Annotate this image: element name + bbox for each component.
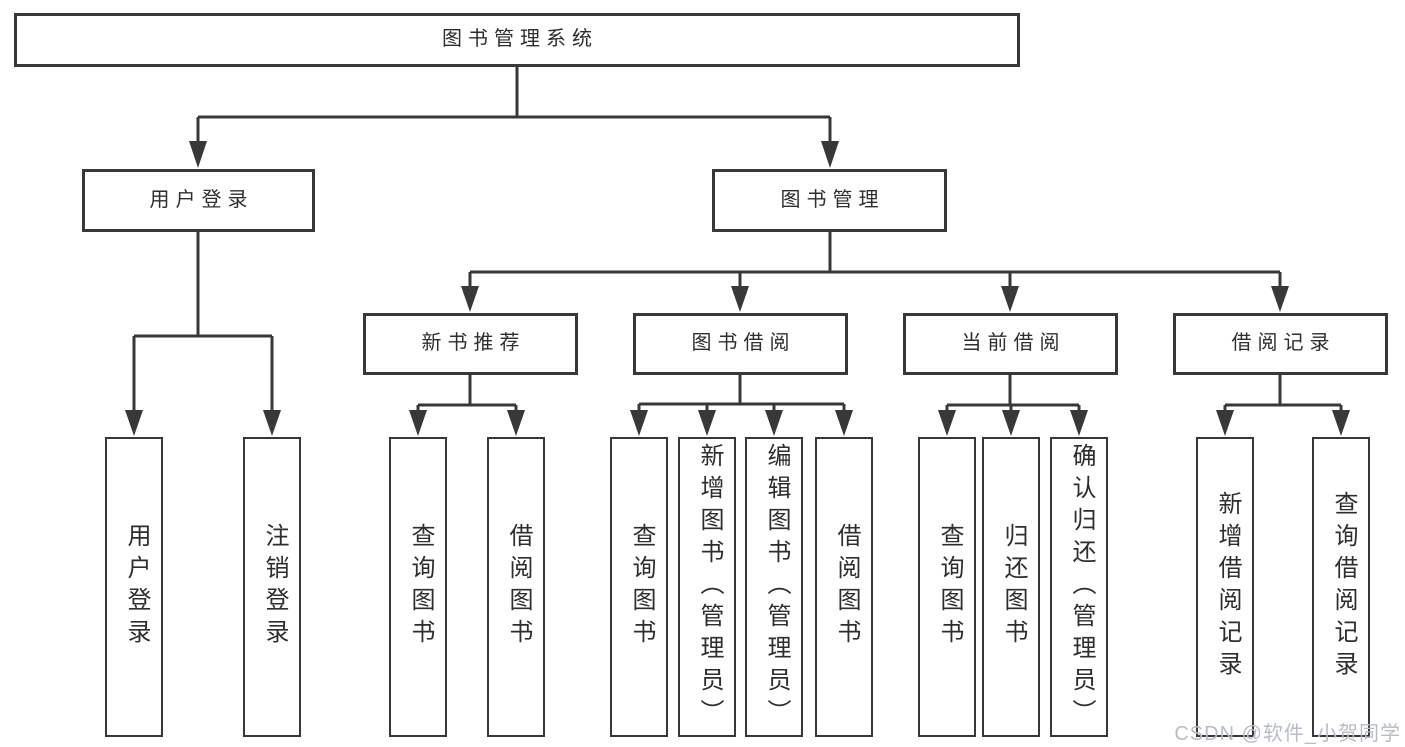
- leaf-confirm-return-admin: 确认归还（管理员）: [1050, 437, 1108, 737]
- connector-paths: [132, 67, 1343, 415]
- node-book-borrow: 图书借阅: [633, 313, 848, 375]
- arrowheads: [125, 141, 1350, 436]
- leaf-query-borrow-record: 查询借阅记录: [1312, 437, 1370, 737]
- leaf-user-login: 用户登录: [105, 437, 163, 737]
- leaf-return-book: 归还图书: [982, 437, 1040, 737]
- node-new-book-recommend: 新书推荐: [363, 313, 578, 375]
- leaf-add-borrow-record: 新增借阅记录: [1196, 437, 1254, 737]
- node-borrow-records: 借阅记录: [1173, 313, 1388, 375]
- leaf-borrow-books: 借阅图书: [815, 437, 873, 737]
- leaf-edit-book-admin: 编辑图书（管理员）: [745, 437, 803, 737]
- leaf-borrow-books-recommend: 借阅图书: [487, 437, 545, 737]
- leaf-query-books-borrow: 查询图书: [610, 437, 668, 737]
- node-current-borrow: 当前借阅: [903, 313, 1118, 375]
- leaf-logout: 注销登录: [243, 437, 301, 737]
- node-user-login: 用户登录: [82, 169, 315, 232]
- leaf-add-book-admin: 新增图书（管理员）: [678, 437, 736, 737]
- leaf-query-books-recommend: 查询图书: [389, 437, 447, 737]
- node-book-management: 图书管理: [712, 169, 947, 232]
- leaf-query-books-current: 查询图书: [918, 437, 976, 737]
- watermark: CSDN @软件_小贺同学: [1174, 723, 1401, 745]
- node-root: 图书管理系统: [14, 13, 1020, 67]
